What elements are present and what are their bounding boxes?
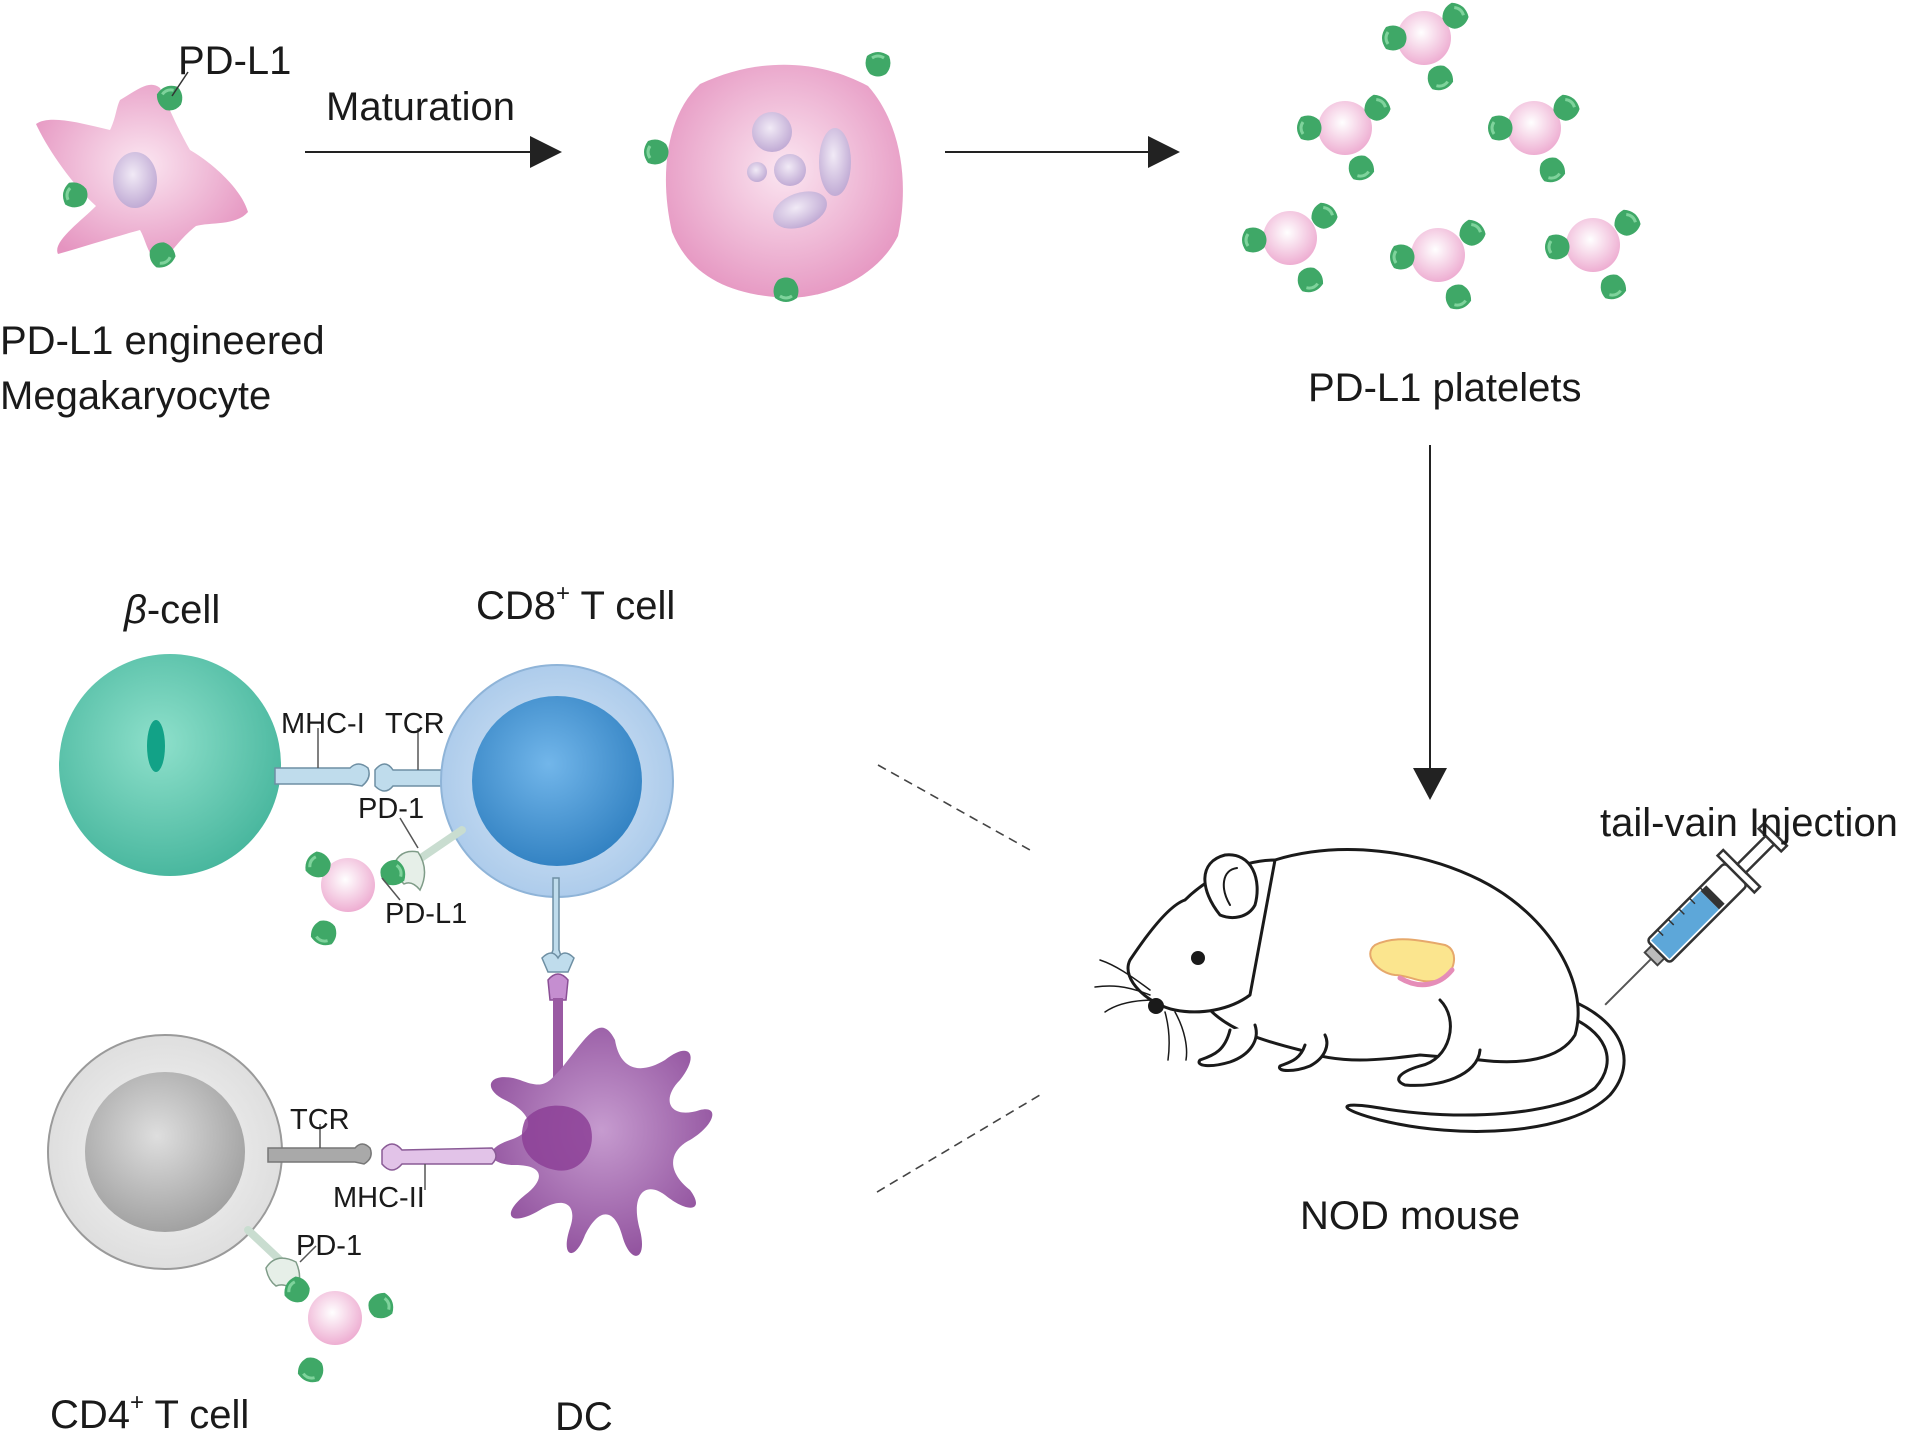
platelet: [1295, 89, 1396, 186]
cd8-t-cell: [440, 664, 674, 898]
zoom-connector-lines: [876, 764, 1041, 1193]
platelet: [1388, 214, 1491, 315]
mhc1-label: MHC-I: [281, 708, 365, 740]
engineered-megakaryocyte: [36, 71, 248, 274]
mhc2-label: MHC-II: [333, 1182, 425, 1214]
platelet: [1380, 0, 1474, 96]
pdl1-label-top: PD-L1: [178, 39, 292, 83]
injection-label: tail-vain Injection: [1600, 801, 1898, 845]
pdl1-label-mid: PD-L1: [385, 898, 468, 930]
tcr-label-top: TCR: [385, 708, 445, 740]
platelet-release-arrow: [945, 136, 1180, 168]
tcr-mhc2-complex: [267, 1124, 497, 1190]
cd8-prefix: CD8: [476, 584, 557, 628]
pd1-label-top: PD-1: [358, 793, 425, 825]
cd8-sup: +: [556, 580, 571, 608]
cd8-label: CD8+ T cell: [476, 580, 676, 629]
cd4-sup: +: [130, 1389, 145, 1417]
platelet: [1543, 204, 1646, 305]
dendritic-cell: [490, 1027, 713, 1256]
pdl1-platelets-cluster: [1240, 0, 1646, 315]
pd1-label-bottom: PD-1: [296, 1230, 363, 1262]
maturation-arrow: [305, 136, 562, 168]
cd4-t-cell: [47, 1034, 283, 1270]
mature-megakaryocyte: [642, 50, 903, 304]
platelets-label: PD-L1 platelets: [1308, 366, 1582, 410]
cd4-suffix: T cell: [144, 1393, 250, 1437]
platelet: [278, 1271, 399, 1388]
tcr-label-bottom: TCR: [290, 1104, 350, 1136]
nod-mouse: [1094, 848, 1626, 1133]
beta-symbol: β: [124, 588, 147, 632]
syringe: [1604, 821, 1789, 1006]
cd8-dc-complex: [541, 877, 575, 1088]
platelet: [1240, 197, 1343, 298]
maturation-label: Maturation: [326, 85, 515, 129]
engineered-label-line2: Megakaryocyte: [0, 374, 272, 418]
platelet: [1486, 89, 1585, 188]
beta-cell: [59, 654, 281, 876]
cd4-prefix: CD4: [50, 1393, 131, 1437]
cd8-suffix: T cell: [570, 584, 676, 628]
engineered-label-line1: PD-L1 engineered: [0, 319, 325, 363]
pd1-pdl1-complex-bottom: [244, 1226, 399, 1388]
pd1-pdl1-complex-top: [299, 817, 466, 951]
cd4-label: CD4+ T cell: [50, 1389, 250, 1438]
injection-flow-arrow: [1413, 445, 1447, 800]
beta-cell-label: β-cell: [124, 587, 220, 633]
dc-label: DC: [555, 1395, 613, 1439]
mouse-label: NOD mouse: [1300, 1194, 1521, 1238]
beta-suffix: -cell: [146, 588, 221, 632]
